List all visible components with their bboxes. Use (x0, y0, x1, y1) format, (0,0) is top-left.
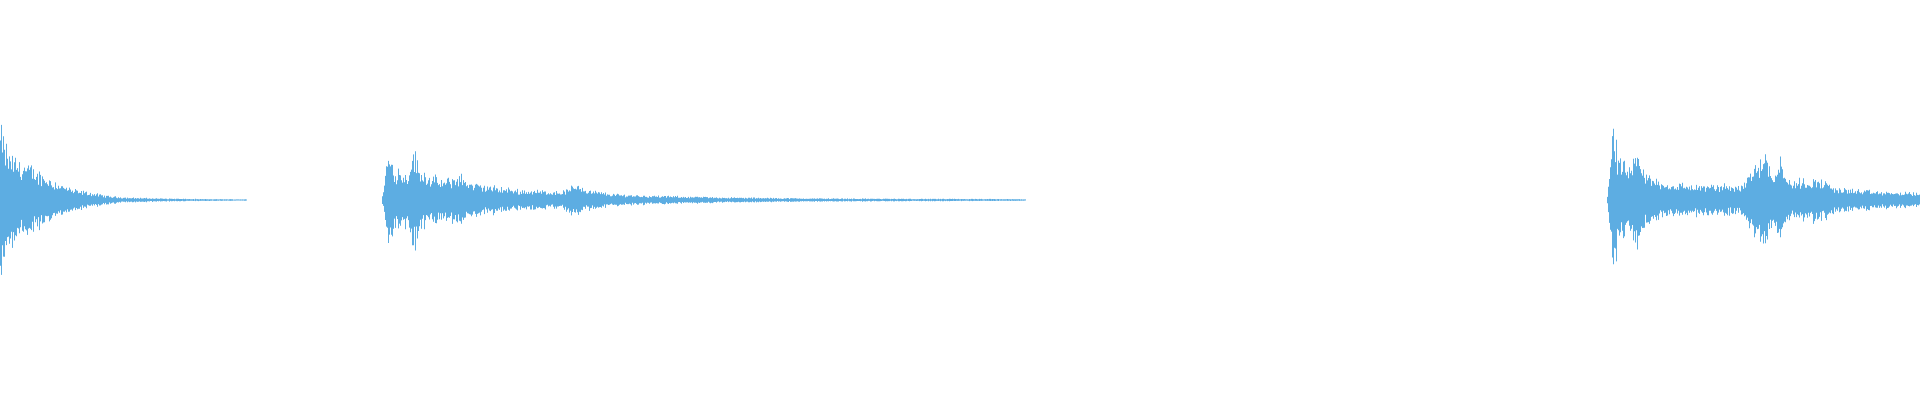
audio-segment-1 (0, 124, 247, 275)
waveform-layer (0, 124, 1920, 275)
audio-segment-2 (382, 151, 1026, 251)
audio-segment-3 (1607, 128, 1920, 265)
